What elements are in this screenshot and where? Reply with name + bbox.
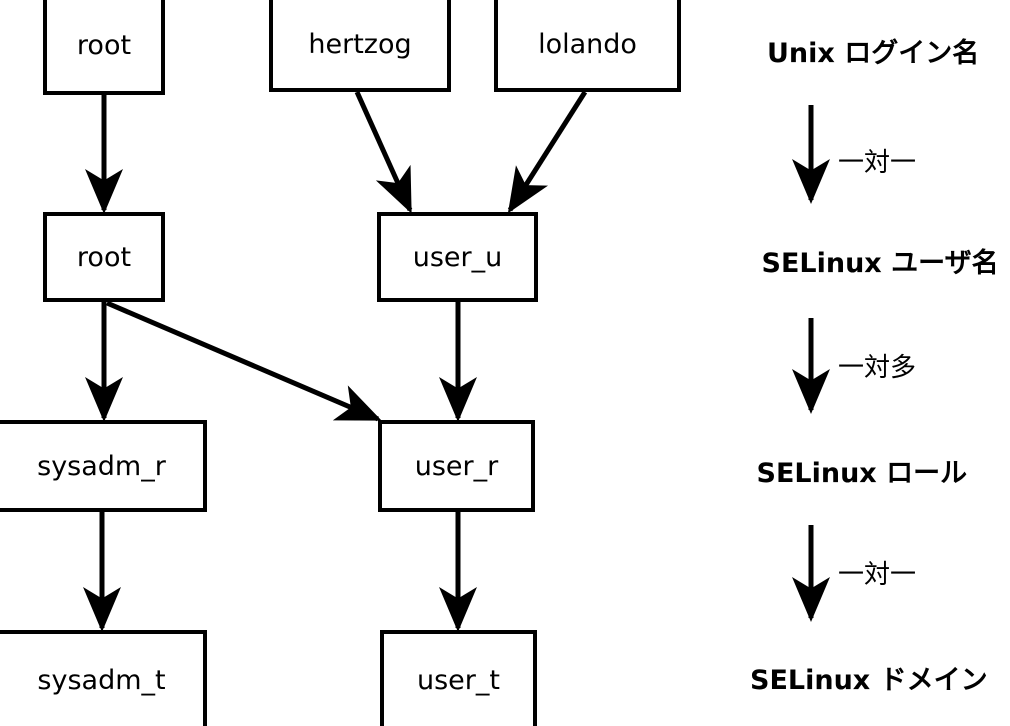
legend-selinux-user: SELinux ユーザ名 — [761, 247, 999, 279]
node-label: sysadm_r — [37, 450, 166, 482]
node-role-user-r: user_r — [378, 420, 535, 512]
legend-arrow-1-caption: 一対一 — [838, 147, 917, 178]
node-label: user_t — [417, 664, 500, 696]
node-role-sysadm-r: sysadm_r — [0, 420, 207, 512]
node-label: sysadm_t — [37, 664, 166, 696]
node-label: user_u — [412, 241, 503, 273]
node-login-hertzog: hertzog — [269, 0, 451, 92]
node-login-root: root — [43, 0, 165, 95]
legend-selinux-domain: SELinux ドメイン — [750, 664, 988, 696]
edge-lolando-to-user-u — [507, 90, 588, 214]
node-seuser-user-u: user_u — [377, 212, 538, 302]
node-login-lolando: lolando — [494, 0, 681, 92]
legend-unix-login: Unix ログイン名 — [767, 37, 980, 69]
edge-root-to-user-r — [106, 300, 382, 422]
legend-arrow-3-caption: 一対一 — [838, 559, 917, 590]
legend-arrow-2-caption: 一対多 — [838, 352, 917, 383]
node-domain-user-t: user_t — [380, 630, 537, 726]
node-label: root — [76, 30, 132, 61]
edge-hertzog-to-user-u — [354, 90, 413, 214]
node-label: hertzog — [308, 28, 412, 60]
node-domain-sysadm-t: sysadm_t — [0, 630, 207, 726]
node-label: user_r — [414, 450, 499, 482]
node-label: root — [76, 241, 132, 273]
legend-selinux-role: SELinux ロール — [756, 457, 968, 489]
node-seuser-root: root — [43, 212, 165, 302]
node-label: lolando — [538, 28, 637, 60]
